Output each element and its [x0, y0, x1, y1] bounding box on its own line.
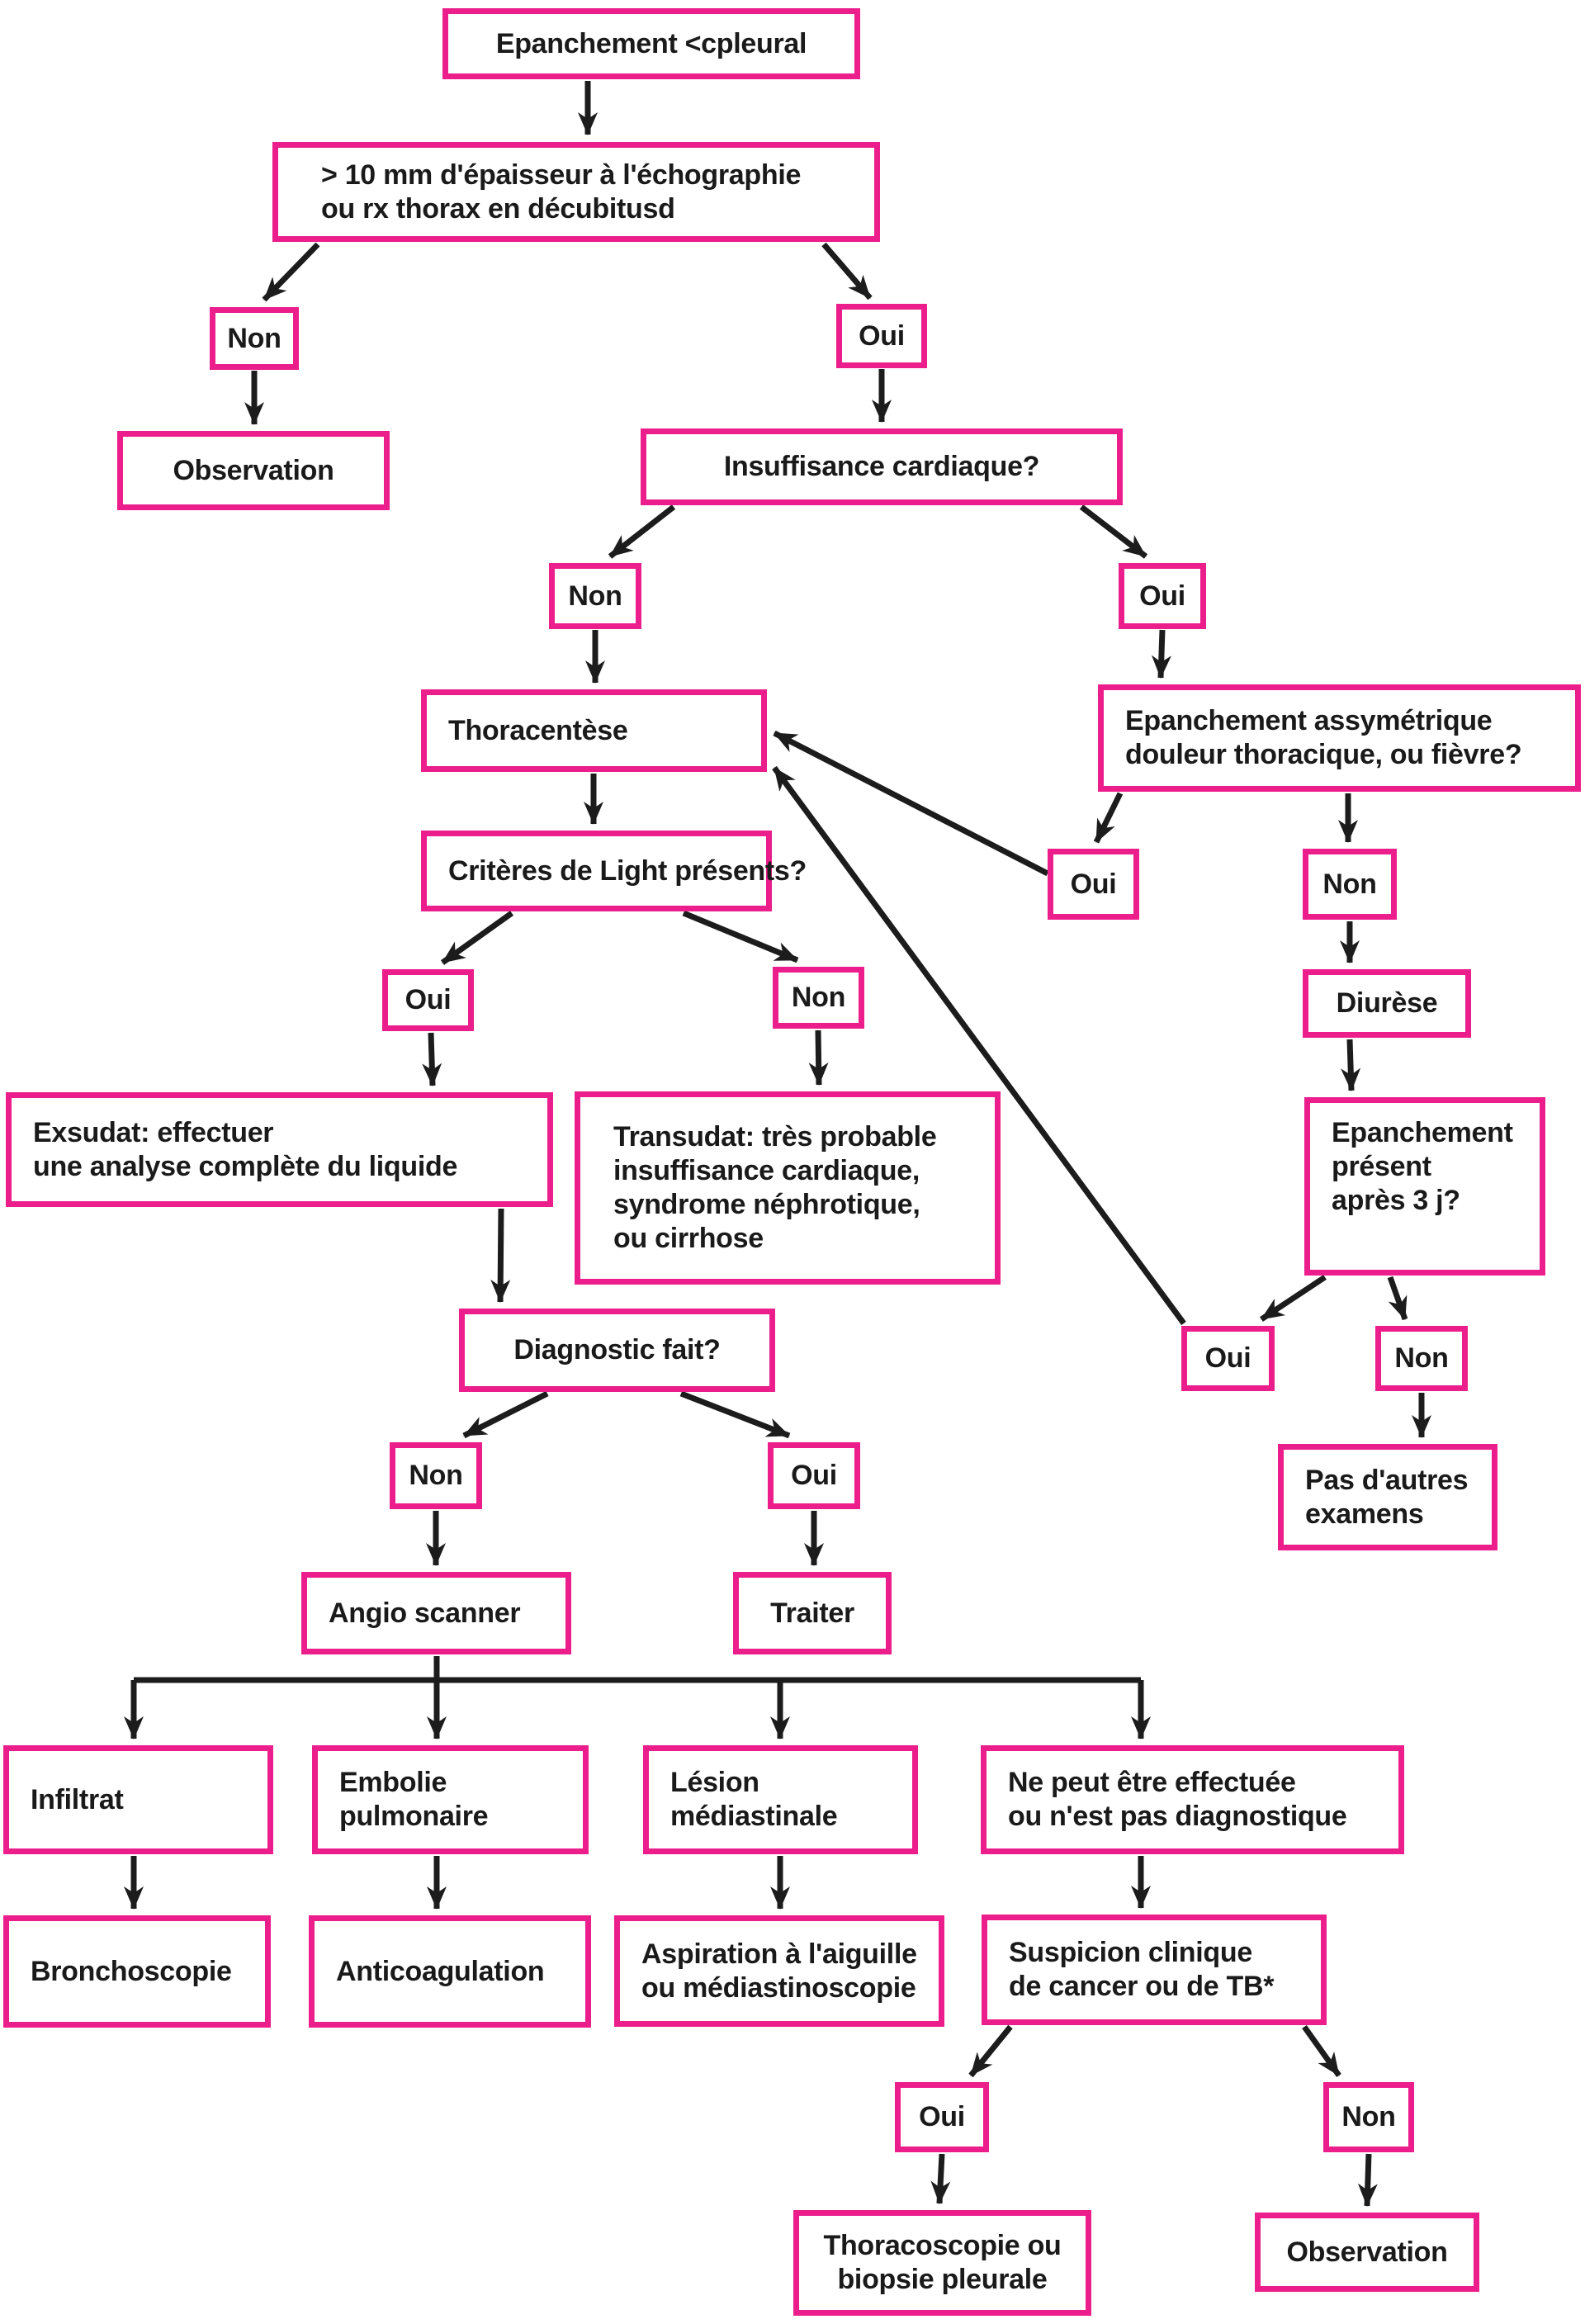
- node-label: Non: [1394, 1342, 1449, 1375]
- node-label: Oui: [791, 1460, 837, 1492]
- arrow-non-to-observation-2: [1357, 2153, 1378, 2207]
- node-label: Exsudat: effectuer une analyse complète …: [33, 1116, 458, 1182]
- node-label: Non: [409, 1460, 463, 1492]
- node-infiltrat: Infiltrat: [3, 1745, 273, 1854]
- node-label: Insuffisance cardiaque?: [723, 451, 1040, 483]
- node-label: Oui: [1204, 1342, 1251, 1375]
- node-insuffisance-cardiaque: Insuffisance cardiaque?: [641, 428, 1123, 505]
- arrow-oui-to-epanchement-asym: [1151, 629, 1171, 679]
- node-oui-insuffisance: Oui: [1119, 563, 1206, 629]
- node-diagnostic-fait: Diagnostic fait?: [459, 1309, 775, 1392]
- arrow-oui-asym-to-thoracentese: [773, 730, 1049, 877]
- node-non-suspicion: Non: [1323, 2082, 1414, 2152]
- node-oui-light: Oui: [382, 969, 474, 1031]
- node-label: Thoracoscopie ou biopsie pleurale: [823, 2230, 1062, 2295]
- node-label: Pas d'autres examens: [1305, 1464, 1469, 1530]
- node-transudat: Transudat: très probable insuffisance ca…: [575, 1091, 1001, 1285]
- node-epanchement-asymetrique: Epanchement assymétrique douleur thoraci…: [1098, 684, 1581, 792]
- arrow-non-to-transudat: [808, 1029, 829, 1086]
- node-label: Epanchement présent après 3 j?: [1332, 1117, 1513, 1216]
- node-label: Bronchoscopie: [31, 1955, 232, 1987]
- node-label: Oui: [1139, 580, 1185, 612]
- node-label: Ne peut être effectuée ou n'est pas diag…: [1008, 1767, 1347, 1832]
- node-pas-autres-examens: Pas d'autres examens: [1278, 1444, 1497, 1550]
- arrow-insuffisance-to-oui: [1079, 504, 1148, 559]
- node-label: Observation: [1286, 2236, 1448, 2268]
- node-label: Oui: [405, 984, 452, 1016]
- node-label: Anticoagulation: [336, 1955, 545, 1987]
- node-label: Non: [568, 580, 622, 612]
- node-aspiration-aiguille: Aspiration à l'aiguille ou médiastinosco…: [614, 1915, 944, 2027]
- node-anticoagulation: Anticoagulation: [309, 1915, 591, 2028]
- node-observation-1: Observation: [117, 431, 390, 510]
- node-label: Epanchement assymétrique douleur thoraci…: [1125, 705, 1522, 770]
- arrow-present-to-non: [1387, 1276, 1408, 1321]
- node-epanchement-present-3j: Epanchement présent après 3 j?: [1304, 1097, 1545, 1276]
- node-label: Non: [1322, 868, 1377, 900]
- arrow-epaisseur-to-oui: [821, 242, 873, 301]
- arrow-diagnostic-to-non: [462, 1390, 549, 1439]
- node-angio-scanner: Angio scanner: [301, 1572, 571, 1654]
- node-traiter: Traiter: [733, 1572, 892, 1654]
- arrow-criteres-to-non: [682, 910, 799, 963]
- node-label: Transudat: très probable insuffisance ca…: [613, 1121, 937, 1254]
- node-epaisseur-echographie: > 10 mm d'épaisseur à l'échographie ou r…: [272, 142, 880, 242]
- node-oui-present: Oui: [1181, 1326, 1275, 1391]
- node-label: Infiltrat: [31, 1783, 124, 1815]
- node-criteres-light: Critères de Light présents?: [421, 831, 807, 911]
- node-ne-peut-etre-effectuee: Ne peut être effectuée ou n'est pas diag…: [981, 1745, 1404, 1854]
- node-non-diagnostic: Non: [390, 1442, 482, 1509]
- node-non-present: Non: [1375, 1326, 1468, 1391]
- arrow-criteres-to-oui: [440, 911, 514, 965]
- node-label: Diagnostic fait?: [513, 1334, 721, 1366]
- node-oui-diagnostic: Oui: [768, 1442, 860, 1509]
- node-non-epaisseur: Non: [210, 307, 299, 370]
- node-label: Suspicion clinique de cancer ou de TB*: [1009, 1937, 1275, 2002]
- node-oui-suspicion: Oui: [895, 2082, 989, 2152]
- arrow-suspicion-to-non: [1302, 2024, 1341, 2078]
- arrow-suspicion-to-oui: [968, 2024, 1013, 2078]
- node-exsudat: Exsudat: effectuer une analyse complète …: [6, 1092, 553, 1207]
- arrow-epaisseur-to-non: [262, 242, 320, 302]
- node-observation-2: Observation: [1255, 2213, 1479, 2292]
- node-embolie-pulmonaire: Embolie pulmonaire: [312, 1745, 589, 1854]
- node-lesion-mediastinale: Lésion médiastinale: [643, 1745, 918, 1854]
- node-label: Oui: [859, 319, 905, 352]
- node-label: Thoracentèse: [448, 714, 628, 746]
- node-label: Non: [791, 982, 846, 1014]
- node-epanchement-pleural: Epanchement <cpleural: [442, 8, 860, 79]
- arrow-oui-to-thoracoscopie: [930, 2153, 951, 2204]
- node-non-insuffisance: Non: [549, 563, 641, 629]
- node-non-asymetrique: Non: [1303, 849, 1397, 920]
- node-oui-epaisseur: Oui: [836, 304, 927, 368]
- node-label: > 10 mm d'épaisseur à l'échographie ou r…: [321, 159, 802, 225]
- node-oui-asymetrique: Oui: [1048, 849, 1139, 920]
- node-label: Lésion médiastinale: [670, 1767, 838, 1832]
- node-non-light: Non: [773, 967, 864, 1029]
- node-label: Diurèse: [1336, 987, 1438, 1020]
- node-label: Non: [1341, 2101, 1396, 2133]
- node-thoracentese: Thoracentèse: [421, 689, 767, 772]
- node-label: Non: [227, 322, 282, 354]
- node-label: Oui: [919, 2101, 965, 2133]
- node-label: Epanchement <cpleural: [495, 27, 807, 59]
- node-suspicion-cancer-tb: Suspicion clinique de cancer ou de TB*: [982, 1915, 1327, 2025]
- node-label: Observation: [173, 454, 334, 486]
- node-label: Aspiration à l'aiguille ou médiastinosco…: [641, 1938, 917, 2004]
- node-diurese: Diurèse: [1303, 969, 1471, 1038]
- arrow-present-to-oui: [1260, 1275, 1327, 1322]
- node-label: Oui: [1070, 868, 1117, 900]
- node-bronchoscopie: Bronchoscopie: [3, 1915, 271, 2028]
- node-label: Angio scanner: [329, 1597, 521, 1629]
- node-thoracoscopie-biopsie: Thoracoscopie ou biopsie pleurale: [793, 2210, 1091, 2316]
- arrow-asym-to-oui: [1093, 792, 1124, 844]
- node-label: Traiter: [770, 1597, 854, 1629]
- node-label: Embolie pulmonaire: [339, 1767, 489, 1832]
- arrow-exsudat-to-diagnostic: [490, 1208, 511, 1303]
- arrow-diagnostic-to-oui: [679, 1390, 791, 1439]
- arrow-diurese-to-present: [1341, 1039, 1361, 1091]
- node-label: Critères de Light présents?: [448, 854, 807, 887]
- arrow-oui-to-exsudat: [422, 1032, 442, 1086]
- arrow-insuffisance-to-non: [608, 504, 676, 559]
